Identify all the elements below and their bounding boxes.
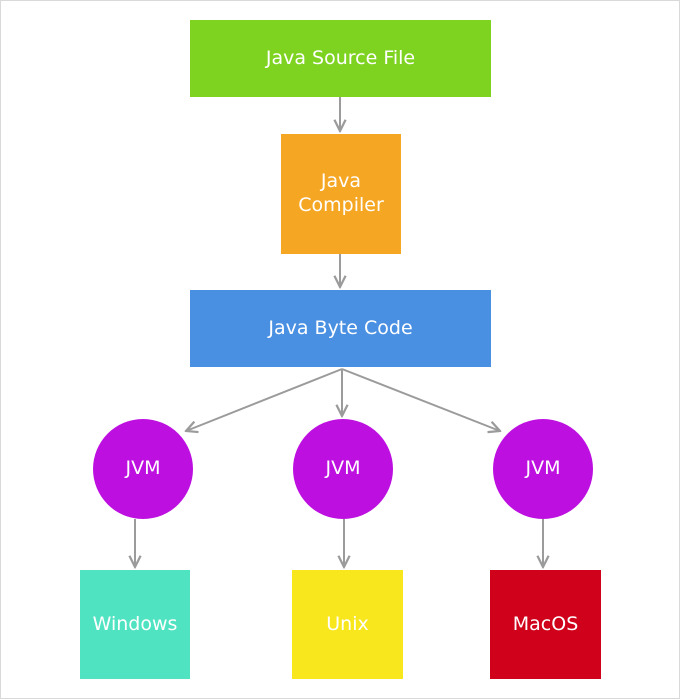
unix-label: Unix — [326, 612, 369, 635]
unix-node: Unix — [292, 570, 403, 679]
java-byte-code-label: Java Byte Code — [268, 316, 413, 339]
jvm-node-windows: JVM — [93, 419, 193, 519]
jvm-label: JVM — [325, 457, 361, 480]
windows-label: Windows — [92, 612, 178, 635]
edge-bytecode-jvm1 — [186, 368, 343, 431]
jvm-node-unix: JVM — [293, 419, 393, 519]
java-compiler-label-line2: Compiler — [298, 194, 384, 216]
windows-node: Windows — [80, 570, 190, 679]
jvm-node-macos: JVM — [493, 419, 593, 519]
macos-label: MacOS — [512, 612, 579, 635]
java-compiler-node: Java Compiler — [281, 134, 401, 254]
macos-node: MacOS — [490, 570, 601, 679]
jvm-label: JVM — [525, 457, 561, 480]
java-source-file-node: Java Source File — [190, 20, 491, 97]
java-source-file-label: Java Source File — [265, 46, 416, 69]
java-compiler-label-line1: Java — [320, 170, 362, 193]
edge-bytecode-jvm3 — [341, 368, 500, 431]
java-byte-code-node: Java Byte Code — [190, 290, 491, 367]
jvm-label: JVM — [125, 457, 161, 480]
